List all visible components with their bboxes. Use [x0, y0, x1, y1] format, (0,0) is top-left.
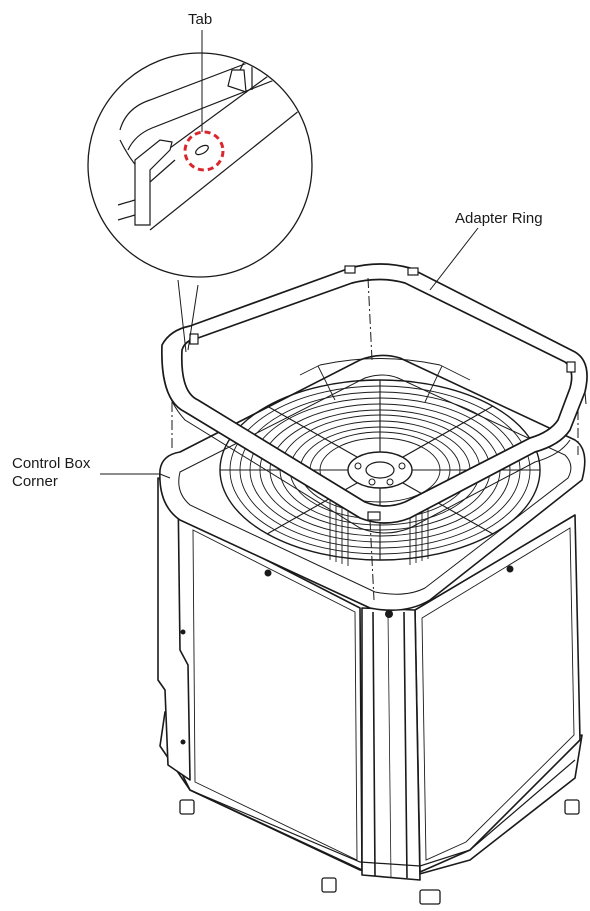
corner-post	[361, 607, 421, 881]
cabinet-feet	[179, 799, 580, 905]
corner-post-edge-right	[403, 611, 408, 879]
adapter-ring-rim	[161, 345, 587, 534]
control-box-leader	[100, 473, 171, 479]
tab-highlight-circle	[183, 130, 225, 172]
alignment-lines	[171, 277, 579, 601]
adapter-ring-inner-lip	[299, 358, 471, 403]
fan-hub	[347, 451, 413, 489]
control-box-label-line1: Control Box	[12, 455, 91, 472]
tab-label: Tab	[188, 11, 213, 28]
label-leaders	[100, 30, 479, 479]
adapter-ring-label: Adapter Ring	[455, 210, 543, 227]
control-box-label-line2: Corner	[12, 473, 58, 490]
detail-leader	[177, 279, 199, 353]
adapter-ring-leader	[429, 227, 479, 291]
control-box-corner-label: Control Box Corner	[12, 455, 90, 491]
detail-zoom-circle	[87, 52, 313, 278]
panel-bevels	[189, 527, 576, 867]
corner-post-edge-left	[372, 611, 376, 877]
condenser-cabinet	[157, 469, 583, 881]
corner-post-rib	[387, 613, 392, 879]
top-cover-inner-edges	[178, 374, 572, 595]
